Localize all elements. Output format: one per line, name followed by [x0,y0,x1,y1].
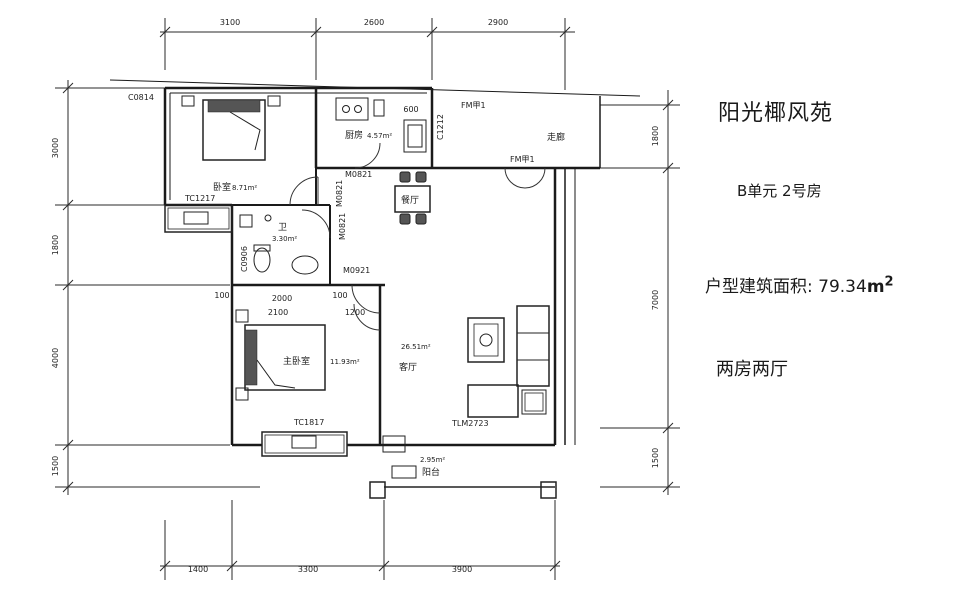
unit-label: B单元 2号房 [737,182,822,200]
bed-master [235,309,326,401]
bottom-dim-1: 1400 [188,565,208,574]
top-dim-2: 2600 [364,18,384,27]
kitchen-fixtures [335,97,427,153]
doors [289,142,546,331]
room-dining: 餐厅 [401,194,419,206]
dim-inner-d: 100 [332,291,347,300]
area-superscript: 2 [884,274,894,290]
code-tc1817: TC1817 [293,418,324,427]
right-dim-3: 1500 [651,448,660,468]
area-value: 79.34 [818,277,867,297]
top-dimension-line [159,18,575,90]
code-c0906: C0906 [240,246,249,272]
right-dim-1: 1800 [651,126,660,146]
room-balcony-area: 2.95m² [420,456,445,464]
left-dim-2: 1800 [51,235,60,255]
area-unit: m [866,277,885,297]
bedroom-balcony [164,204,233,233]
living-furniture [467,305,550,418]
dining-set [394,171,431,225]
top-dim-3: 2900 [488,18,508,27]
left-dim-3: 4000 [51,348,60,368]
top-dim-1: 3100 [220,18,240,27]
room-master-area: 11.93m² [330,358,360,366]
code-c0814: C0814 [128,93,154,102]
room-kitchen: 厨房 [345,129,363,141]
room-kitchen-area: 4.57m² [367,132,392,140]
code-c1212: C1212 [436,114,445,140]
room-bath-area: 3.30m² [272,235,297,243]
code-m0821-b: M0821 [335,180,344,207]
bed-bedroom [181,95,281,161]
room-balcony: 阳台 [422,466,440,478]
living-balcony [369,435,557,499]
dim-inner-b: 2100 [268,308,288,317]
bottom-dim-3: 3900 [452,565,472,574]
room-master: 主卧室 [283,355,310,367]
bottom-dimension-line [159,500,561,580]
right-dim-2: 7000 [651,290,660,310]
code-tlm2723: TLM2723 [451,419,489,428]
dim-inner-c: 100 [214,291,229,300]
master-balcony [261,431,348,457]
layout-label: 两房两厅 [716,359,788,380]
code-fm-1: FM甲1 [461,101,486,110]
right-dimension-line [600,90,680,495]
dim-inner-e: 1200 [345,308,365,317]
code-m0821-c: M0821 [338,213,347,240]
code-m0821-a: M0821 [345,170,372,179]
area-line: 户型建筑面积: 79.34m2 [705,272,894,297]
room-bedroom-area: 8.71m² [232,184,257,192]
project-name: 阳光椰风苑 [718,101,834,126]
area-label: 户型建筑面积: [705,277,819,297]
room-corridor: 走廊 [547,131,565,143]
code-fm-2: FM甲1 [510,155,535,164]
room-living-area: 26.51m² [401,343,431,351]
dim-kitchen-width: 600 [403,105,418,114]
left-dimension-line [55,80,260,495]
floor-plan: 3100 2600 2900 1400 3300 3900 3000 1800 … [51,18,680,580]
room-bath: 卫 [278,223,287,233]
bathroom-fixtures [239,214,319,275]
left-dim-1: 3000 [51,138,60,158]
room-living: 客厅 [399,361,417,373]
bottom-dim-2: 3300 [298,565,318,574]
left-dim-4: 1500 [51,456,60,476]
dim-inner-a: 2000 [272,294,292,303]
code-tc1217: TC1217 [184,194,215,203]
code-m0921: M0921 [343,266,370,275]
room-bedroom: 卧室 [213,181,231,193]
walls [109,79,641,447]
